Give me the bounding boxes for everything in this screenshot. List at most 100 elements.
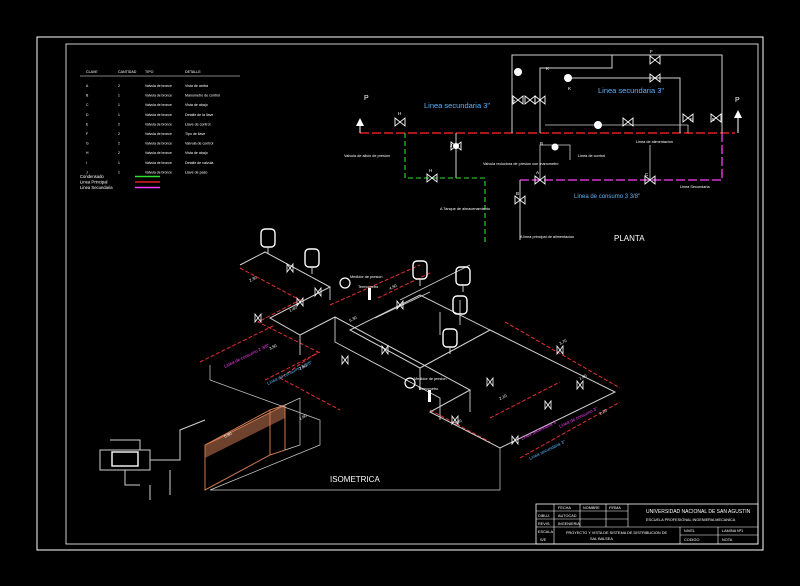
legend-line-label: Linea Principal [80,180,108,185]
plan-title: PLANTA [614,234,645,243]
iso-label-gauge-2: Medidor de presion [414,377,447,381]
isometric-title: ISOMETRICA [330,475,380,484]
tank-icon [260,228,276,248]
valve-icon [394,117,406,127]
tb-project-line2: SAL BALSEA [590,537,613,541]
legend-line-label: Condensado [80,174,104,179]
tb-fecha-label: FECHA [558,506,571,510]
thermometer-icon [368,288,371,300]
thermometer-icon [428,390,431,402]
valve-letter: G [512,99,516,104]
tb-escala-value: S/E [540,538,547,542]
tb-escala-label: ESCALA [538,530,553,534]
valve-icon [622,117,634,127]
legend-cell: Manometro de control [185,94,220,98]
legend-cell: Valvula de bronce [145,170,172,174]
note-relief-valve: Valvula de alivio de presion [344,154,390,158]
legend-cell: 1 [118,113,120,117]
condensate-line [404,133,486,245]
pressure-gauge-icon [404,377,416,389]
legend-cell: J [86,170,88,174]
valve-letter: E [712,117,715,122]
legend-cell: 1 [118,161,120,165]
iso-dimension: 3.20 [453,418,463,426]
legend-cell: Vista de abajo [185,103,208,107]
dimension-lines [199,264,621,459]
iso-valve-icon [396,299,404,311]
legend-cell: H [86,151,89,155]
legend-cell: Valvula de bronce [145,94,172,98]
valve-letter: J [450,143,452,148]
legend-cell: G [86,142,89,146]
gauge-icon [453,143,459,149]
legend-cell: E [86,122,89,126]
pressure-arrow-left-icon [356,118,364,126]
valve-letter: C [645,172,649,177]
legend-cell: 2 [118,84,120,88]
boiler-icon [111,451,139,467]
outer-frame [36,36,764,551]
legend-header: CLAVE [86,70,98,74]
legend-cell: Valvula de bronce [145,161,172,165]
tank-icon [455,266,471,286]
valve-icon [514,195,526,205]
iso-pipe-branch [374,264,471,335]
gauge-icon [594,121,602,129]
iso-dimension: 5.30 [348,315,358,323]
label-supply-line: Linea de consumo 3 3/8" [574,194,640,200]
valve-letter: H [398,111,401,116]
tb-revis-value: INGENIERIA [558,522,580,526]
label-supply-right: Linea Secundaria [680,185,710,189]
legend-cell: I [86,161,87,165]
tb-firma-label: FIRMA [609,506,621,510]
pipe-branch-3 [545,124,689,133]
note-main-feed: A linea principal de alimentacion [520,235,574,239]
valve-icon [649,55,661,65]
legend-cell: C [86,103,89,107]
tank-icon [442,328,458,348]
valve-letter: K [546,66,549,71]
pipe-loop-top [511,54,723,133]
iso-valve-icon [451,414,459,426]
iso-valve-icon [286,262,294,274]
label-secondary-right: Linea secundaria 3" [598,86,664,95]
iso-pipe-drops [299,287,471,420]
tb-lamina: LAMINA Nº1 [722,529,743,533]
legend-cell: Valvula de bronce [145,151,172,155]
label-pressure-right: P [735,97,740,104]
valve-letter: E [690,117,693,122]
valve-letter: H [429,168,432,173]
iso-dimension: 4.50 [388,283,398,291]
iso-outline [209,365,501,491]
gauge-icon [564,74,572,82]
iso-valve-icon [314,286,322,298]
legend-cell: 1 [118,170,120,174]
legend-cell: Valvula de bronce [145,142,172,146]
boiler-equipment [99,419,206,500]
valve-letter: A [536,170,539,175]
valve-icon [644,175,656,185]
iso-dimension: 1.40 [288,305,298,313]
legend-cell: Detalle de valvula [185,161,213,165]
legend-header: CANTIDAD [118,70,137,74]
legend-cell: Valvula de bronce [145,113,172,117]
pressure-gauge-icon [339,277,351,289]
iso-wall-band [205,405,285,458]
legend-cell: Valvula de bronce [145,103,172,107]
iso-valve-icon [486,376,494,388]
iso-label-secondary-1: Linea secundaria 3" [520,419,558,441]
tank-icon [412,260,428,280]
legend-cell: Llave de control [185,122,211,126]
legend-cell: 2 [118,142,120,146]
valve-letter: F [650,49,653,54]
legend-cell: A [86,84,89,88]
legend-cell: Vista de abajo [185,151,208,155]
iso-valve-icon [341,354,349,366]
valve-icon [426,173,438,183]
iso-dimension: 1.60 [298,413,308,421]
tank-icon [304,248,320,268]
legend-cell: Vista de arriba [185,84,208,88]
legend-cell: Detalle de la llave [185,113,213,117]
label-secondary-left: Linea secundaria 3" [424,101,490,110]
